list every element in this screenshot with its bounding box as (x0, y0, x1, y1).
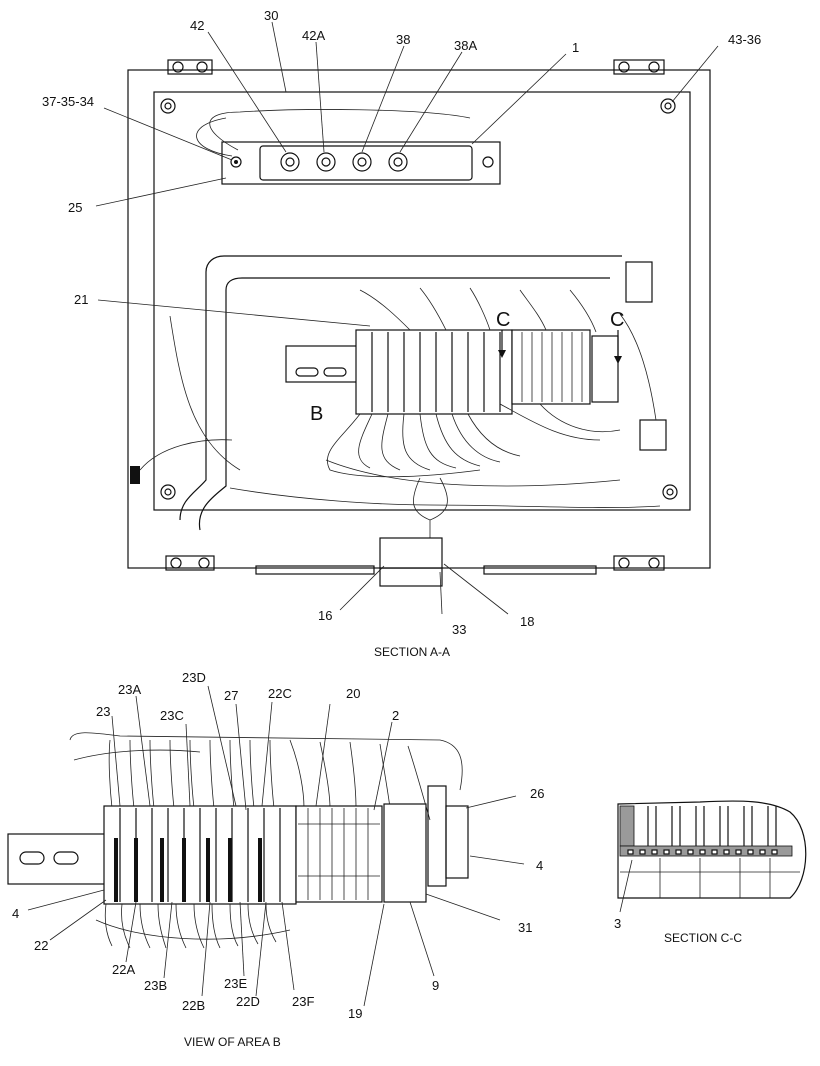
callout-27: 27 (224, 688, 238, 703)
callout-9: 9 (432, 978, 439, 993)
callout-26: 26 (530, 786, 544, 801)
callout-22b: 22B (182, 998, 205, 1013)
callout-23b: 23B (144, 978, 167, 993)
callout-23f: 23F (292, 994, 314, 1009)
caption-section-aa: SECTION A-A (374, 645, 450, 659)
section-aa-enclosure (127, 59, 711, 587)
callout-22c: 22C (268, 686, 292, 701)
callout-22: 22 (34, 938, 48, 953)
caption-section-cc: SECTION C-C (664, 931, 742, 945)
callout-22a: 22A (112, 962, 135, 977)
callout-c-left: C (496, 309, 510, 331)
callout-16: 16 (318, 608, 332, 623)
callout-c-right: C (610, 309, 624, 331)
callout-43-36: 43-36 (728, 32, 761, 47)
callout-23c: 23C (160, 708, 184, 723)
callout-42: 42 (190, 18, 204, 33)
callout-23d: 23D (182, 670, 206, 685)
callout-23a: 23A (118, 682, 141, 697)
callout-4-left: 4 (12, 906, 19, 921)
view-area-b (7, 732, 469, 949)
callout-18: 18 (520, 614, 534, 629)
callout-19: 19 (348, 1006, 362, 1021)
callout-33: 33 (452, 622, 466, 637)
callout-21: 21 (74, 292, 88, 307)
callout-labels: 42 42A 30 38 38A 1 43-36 37-35-34 25 21 … (12, 8, 761, 1049)
callout-42a: 42A (302, 28, 325, 43)
callout-3: 3 (614, 916, 621, 931)
callout-31: 31 (518, 920, 532, 935)
callout-23: 23 (96, 704, 110, 719)
callout-4-right: 4 (536, 858, 543, 873)
section-cc (617, 800, 807, 913)
callout-23e: 23E (224, 976, 247, 991)
callout-37-35-34: 37-35-34 (42, 94, 94, 109)
callout-20: 20 (346, 686, 360, 701)
callout-2: 2 (392, 708, 399, 723)
callout-38a: 38A (454, 38, 477, 53)
callout-1: 1 (572, 40, 579, 55)
callout-25: 25 (68, 200, 82, 215)
caption-view-area-b: VIEW OF AREA B (184, 1035, 281, 1049)
view-b-leaders (27, 685, 525, 1007)
callout-30: 30 (264, 8, 278, 23)
callout-b: B (310, 403, 323, 425)
section-aa-leaders (95, 21, 719, 615)
callout-22d: 22D (236, 994, 260, 1009)
callout-38: 38 (396, 32, 410, 47)
